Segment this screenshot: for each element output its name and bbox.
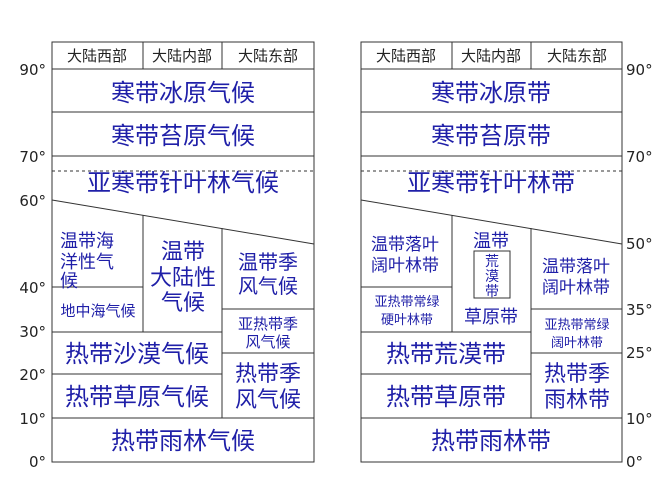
right-lat-0: 0° — [626, 453, 643, 471]
right-zone-deciduous-west-line1: 温带落叶 — [371, 235, 439, 255]
left-zone-rainforest: 热带雨林气候 — [111, 427, 255, 455]
left-zone-temperate-monsoon-line1: 温带季 — [238, 250, 298, 274]
right-header-interior: 大陆内部 — [461, 47, 521, 65]
right-zone-monsoon-forest-line2: 雨林带 — [544, 388, 610, 413]
left-zone-temperate-monsoon-line2: 风气候 — [238, 274, 298, 298]
left-zone-tropical-grassland: 热带草原气候 — [65, 383, 209, 411]
left-lat-20: 20° — [19, 366, 46, 384]
right-zone-grassland: 草原带 — [464, 307, 518, 328]
left-zone-maritime-line1: 温带海 — [60, 231, 114, 252]
right-chart-border — [360, 41, 623, 463]
left-zone-tropical-monsoon-line1: 热带季 — [235, 362, 301, 387]
right-zone-tropical-grassland: 热带草原带 — [386, 383, 506, 411]
right-zone-deciduous-east-line2: 阔叶林带 — [542, 278, 610, 298]
right-zone-temperate-interior: 温带 — [473, 231, 509, 252]
left-lat-0: 0° — [29, 453, 46, 471]
right-zone-broadleaf-line1: 亚热带常绿 — [544, 318, 609, 333]
right-lat-10: 10° — [626, 410, 653, 428]
left-zone-subtropical-monsoon-line1: 亚热带季 — [238, 315, 298, 333]
right-zone-desert-char1: 荒 — [485, 254, 499, 270]
left-zone-maritime-line2: 洋性气 — [60, 252, 114, 273]
left-header-interior: 大陆内部 — [152, 47, 212, 65]
right-zone-tundra: 寒带苔原带 — [431, 122, 551, 150]
left-lat-10: 10° — [19, 410, 46, 428]
left-zone-tropical-desert: 热带沙漠气候 — [65, 340, 209, 368]
left-zone-ice-cap: 寒带冰原气候 — [111, 79, 255, 107]
left-climate-chart — [51, 41, 315, 463]
left-zone-tropical-monsoon-line2: 风气候 — [235, 388, 301, 413]
right-header-east: 大陆东部 — [547, 47, 607, 65]
left-zone-continental-line2: 大陆性 — [150, 266, 216, 291]
right-zone-monsoon-forest-line1: 热带季 — [544, 362, 610, 387]
left-zone-tundra: 寒带苔原气候 — [111, 122, 255, 150]
right-header-west: 大陆西部 — [376, 47, 436, 65]
right-zone-desert-char2: 漠 — [485, 269, 499, 285]
left-zone-subarctic: 亚寒带针叶林气候 — [87, 169, 279, 197]
right-zone-tropical-desert: 热带荒漠带 — [386, 340, 506, 368]
right-zone-deciduous-east-line1: 温带落叶 — [542, 257, 610, 277]
left-zone-mediterranean: 地中海气候 — [60, 302, 135, 320]
right-zone-hardleaf-line1: 亚热带常绿 — [374, 295, 439, 310]
right-lat-35: 35° — [626, 301, 653, 319]
left-lat-40: 40° — [19, 279, 46, 297]
left-zone-maritime-line3: 候 — [60, 271, 78, 292]
right-zone-broadleaf-line2: 阔叶林带 — [551, 336, 603, 351]
right-zone-hardleaf-line2: 硬叶林带 — [381, 313, 433, 328]
left-lat-90: 90° — [19, 61, 46, 79]
left-subarctic-boundary — [51, 199, 315, 245]
right-taiga-boundary — [360, 199, 623, 245]
left-zone-subtropical-monsoon-line2: 风气候 — [245, 333, 290, 351]
right-lat-90: 90° — [626, 61, 653, 79]
right-zone-deciduous-west-line2: 阔叶林带 — [371, 256, 439, 276]
right-zone-rainforest: 热带雨林带 — [431, 427, 551, 455]
right-desert-box — [473, 250, 511, 299]
right-zone-taiga: 亚寒带针叶林带 — [407, 169, 575, 197]
left-lat-70: 70° — [19, 148, 46, 166]
left-header-west: 大陆西部 — [67, 47, 127, 65]
left-lat-30: 30° — [19, 323, 46, 341]
right-zone-ice: 寒带冰原带 — [431, 79, 551, 107]
right-zone-desert-char3: 带 — [485, 284, 499, 300]
right-lat-70: 70° — [626, 148, 653, 166]
right-lat-50: 50° — [626, 235, 653, 253]
right-lat-25: 25° — [626, 344, 653, 362]
left-zone-continental-line1: 温带 — [161, 240, 205, 265]
right-vegetation-chart — [360, 41, 623, 463]
left-chart-border — [51, 41, 315, 463]
left-zone-continental-line3: 气候 — [161, 291, 205, 316]
left-lat-60: 60° — [19, 192, 46, 210]
left-header-east: 大陆东部 — [238, 47, 298, 65]
